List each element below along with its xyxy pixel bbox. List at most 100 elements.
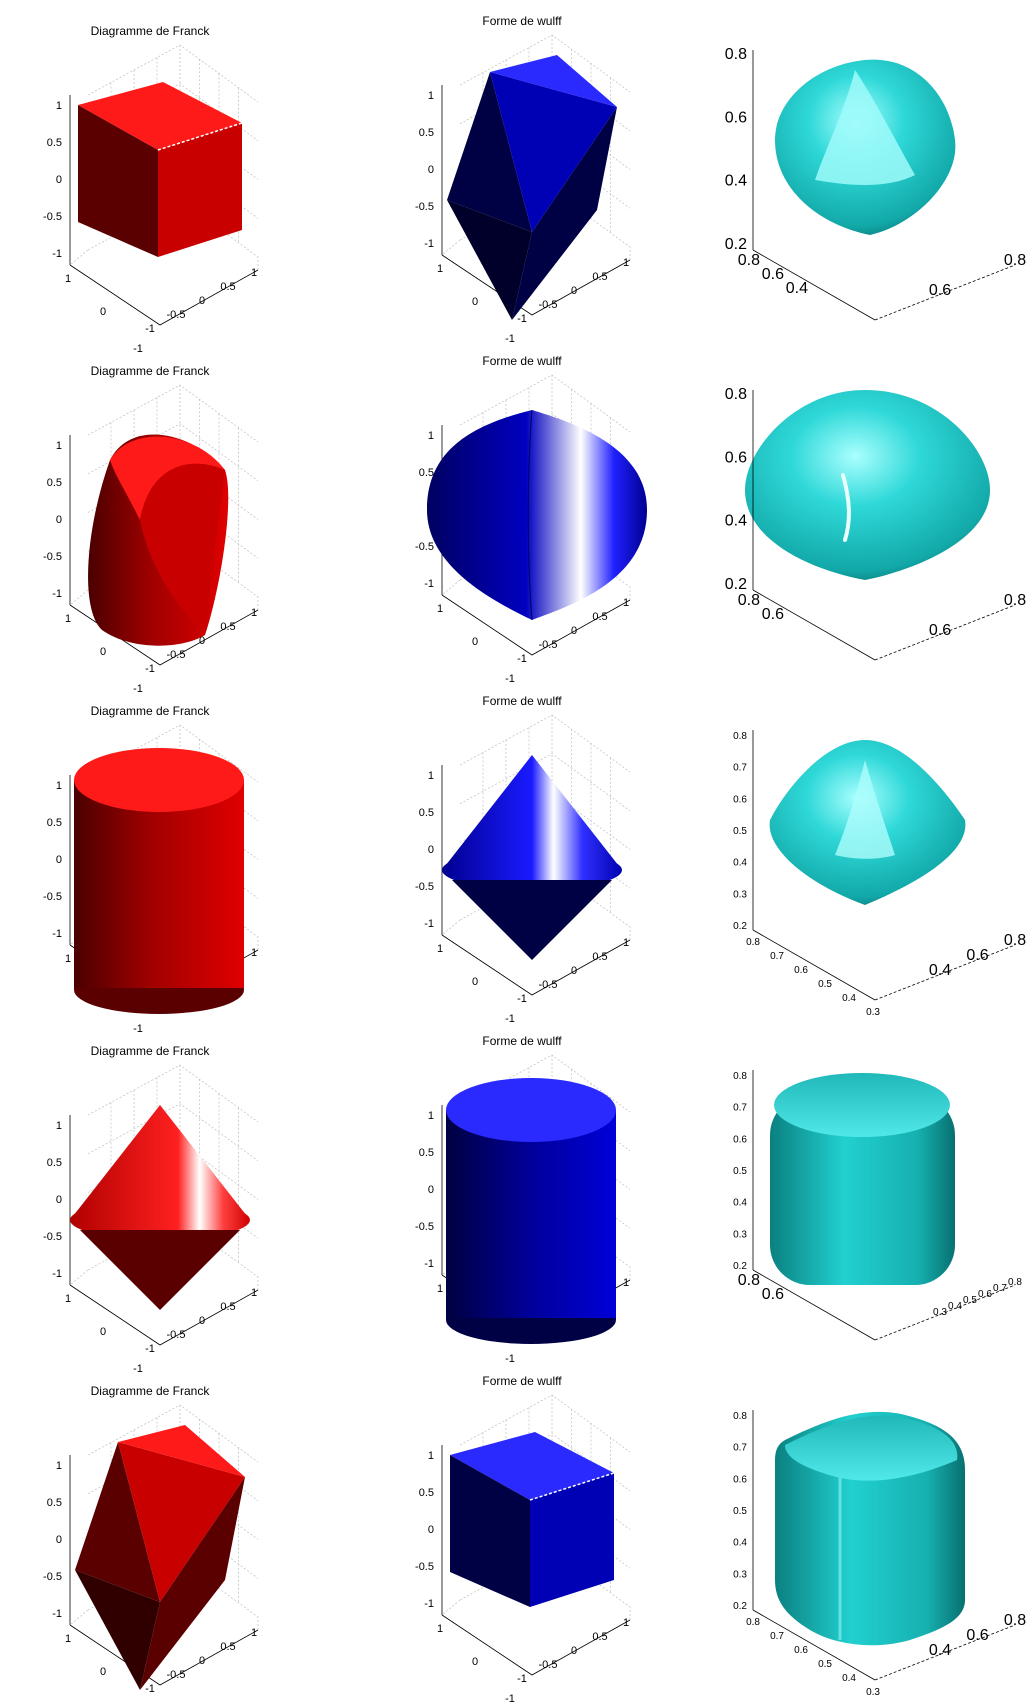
- render-left-tick: 0.3: [866, 1007, 880, 1018]
- z-tick-label: 0.5: [47, 1157, 62, 1169]
- render-left-tick: 0.8: [746, 937, 760, 948]
- y-tick-label: 1: [437, 1283, 443, 1295]
- frank-diagram-panel: Diagramme de Franck10.50-0.5-110-1-1-0.5…: [43, 24, 259, 355]
- render-left-tick: 0.5: [818, 979, 832, 990]
- floor-grid: [69, 249, 259, 326]
- y-tick-label: 1: [65, 613, 71, 625]
- x-tick-label: 0: [199, 295, 205, 307]
- render-right-tick: 0.8: [1004, 1612, 1026, 1629]
- render-left-tick: 0.5: [818, 1659, 832, 1670]
- render-z-tick: 0.2: [733, 1601, 747, 1612]
- render-left-tick: 0.6: [762, 606, 784, 623]
- render-z-tick: 0.7: [733, 1103, 747, 1114]
- floor-axes: [441, 254, 631, 316]
- iso-top-face: [785, 1415, 958, 1481]
- figure-row-1: Diagramme de Franck10.50-0.5-110-1-1-0.5…: [43, 14, 1026, 355]
- z-tick-label: 0.5: [47, 817, 62, 829]
- z-tick-label: -0.5: [415, 1221, 434, 1233]
- render-left-tick: 0.6: [794, 965, 808, 976]
- floor-grid: [441, 579, 631, 656]
- render-left-tick: 0.6: [762, 1286, 784, 1303]
- x-tick-label: 1: [251, 267, 257, 279]
- render-left-axis: [752, 1269, 876, 1341]
- floor-axes: [441, 934, 631, 996]
- render-left-tick: 0.4: [786, 280, 808, 297]
- floor-grid: [441, 1259, 631, 1336]
- render-z-tick: 0.4: [733, 1538, 747, 1549]
- render-z-tick: 0.4: [733, 1198, 747, 1209]
- z-tick-label: 1: [56, 100, 62, 112]
- render-left-tick: 0.7: [770, 951, 784, 962]
- z-tick-label: -1: [52, 928, 62, 940]
- cylinder-top-face: [74, 748, 244, 812]
- octa-face-top: [490, 55, 617, 107]
- y-tick-label: 0: [472, 976, 478, 988]
- frank-diagram-panel: Diagramme de Franck10.50-0.5-110-1-1-0.5…: [43, 364, 259, 695]
- z-tick-label: -1: [52, 248, 62, 260]
- render-right-axis: [874, 1284, 1016, 1341]
- twisted-front: [140, 463, 225, 635]
- z-tick-label: -0.5: [415, 1561, 434, 1573]
- z-tick-label: 1: [56, 1460, 62, 1472]
- iso-highlight: [815, 70, 915, 185]
- z-tick-label: 1: [56, 1120, 62, 1132]
- render-z-tick: 0.4: [725, 513, 747, 530]
- render-z-tick: 0.2: [725, 576, 747, 593]
- y-tick-label: -1: [133, 1363, 143, 1375]
- x-tick-label: -1: [517, 313, 527, 325]
- z-tick-label: 0.5: [419, 467, 434, 479]
- x-tick-label: -1: [145, 1683, 155, 1695]
- z-tick-label: 0.5: [419, 807, 434, 819]
- render-left-tick: 0.6: [762, 266, 784, 283]
- render-shape: 0.20.30.40.50.60.70.80.80.70.60.50.40.30…: [733, 1410, 1026, 1698]
- x-tick-label: -0.5: [539, 299, 558, 311]
- octa-face-front: [118, 1442, 245, 1602]
- render-z-tick: 0.2: [725, 236, 747, 253]
- wulff-title: Forme de wulff: [482, 354, 562, 368]
- iso-body: [770, 1095, 955, 1285]
- figure-row-4: Diagramme de Franck10.50-0.5-110-1-1-0.5…: [43, 1034, 1022, 1375]
- figure-row-2: Diagramme de Franck10.50-0.5-110-1-1-0.5…: [43, 354, 1026, 695]
- render-z-tick: 0.6: [725, 449, 747, 466]
- z-tick-label: -0.5: [415, 881, 434, 893]
- z-tick-label: 0: [428, 1524, 434, 1536]
- render-z-tick: 0.3: [733, 1229, 747, 1240]
- floor-grid: [69, 929, 259, 1006]
- iso-crease: [841, 473, 851, 542]
- y-tick-label: -1: [505, 1353, 515, 1365]
- rendered-shape-panel: 0.20.40.60.80.80.60.60.8: [725, 386, 1026, 661]
- x-tick-label: -0.5: [539, 639, 558, 651]
- twisted-top: [110, 436, 225, 520]
- floor-grid: [441, 1599, 631, 1676]
- x-tick-label: 0: [571, 965, 577, 977]
- x-tick-label: 0.5: [592, 1631, 607, 1643]
- x-tick-label: 0: [199, 1655, 205, 1667]
- z-tick-label: 1: [428, 1450, 434, 1462]
- y-tick-label: 1: [437, 1623, 443, 1635]
- render-right-tick: 0.6: [929, 622, 951, 639]
- x-tick-label: -0.5: [167, 1329, 186, 1341]
- z-tick-label: 0: [56, 1534, 62, 1546]
- x-tick-label: 0: [199, 1315, 205, 1327]
- z-tick-label: 1: [56, 780, 62, 792]
- render-right-axis: [874, 944, 1016, 1001]
- render-z-tick: 0.4: [725, 173, 747, 190]
- y-tick-label: 0: [472, 636, 478, 648]
- render-z-tick: 0.6: [725, 109, 747, 126]
- x-tick-label: 1: [251, 947, 257, 959]
- z-tick-label: 0: [56, 174, 62, 186]
- rendered-shape-panel: 0.20.30.40.50.60.70.80.80.60.30.40.50.60…: [733, 1070, 1022, 1341]
- floor-axes: [69, 1624, 259, 1686]
- floor-axes: [441, 1614, 631, 1676]
- render-left-axis: [752, 589, 876, 661]
- octa-face-bottom-left: [447, 200, 532, 320]
- frank-title: Diagramme de Franck: [91, 1044, 211, 1058]
- z-tick-label: 0.5: [419, 1487, 434, 1499]
- x-tick-label: 1: [251, 1627, 257, 1639]
- render-right-tick: 0.6: [929, 282, 951, 299]
- y-tick-label: 0: [100, 306, 106, 318]
- y-tick-label: 0: [472, 1656, 478, 1668]
